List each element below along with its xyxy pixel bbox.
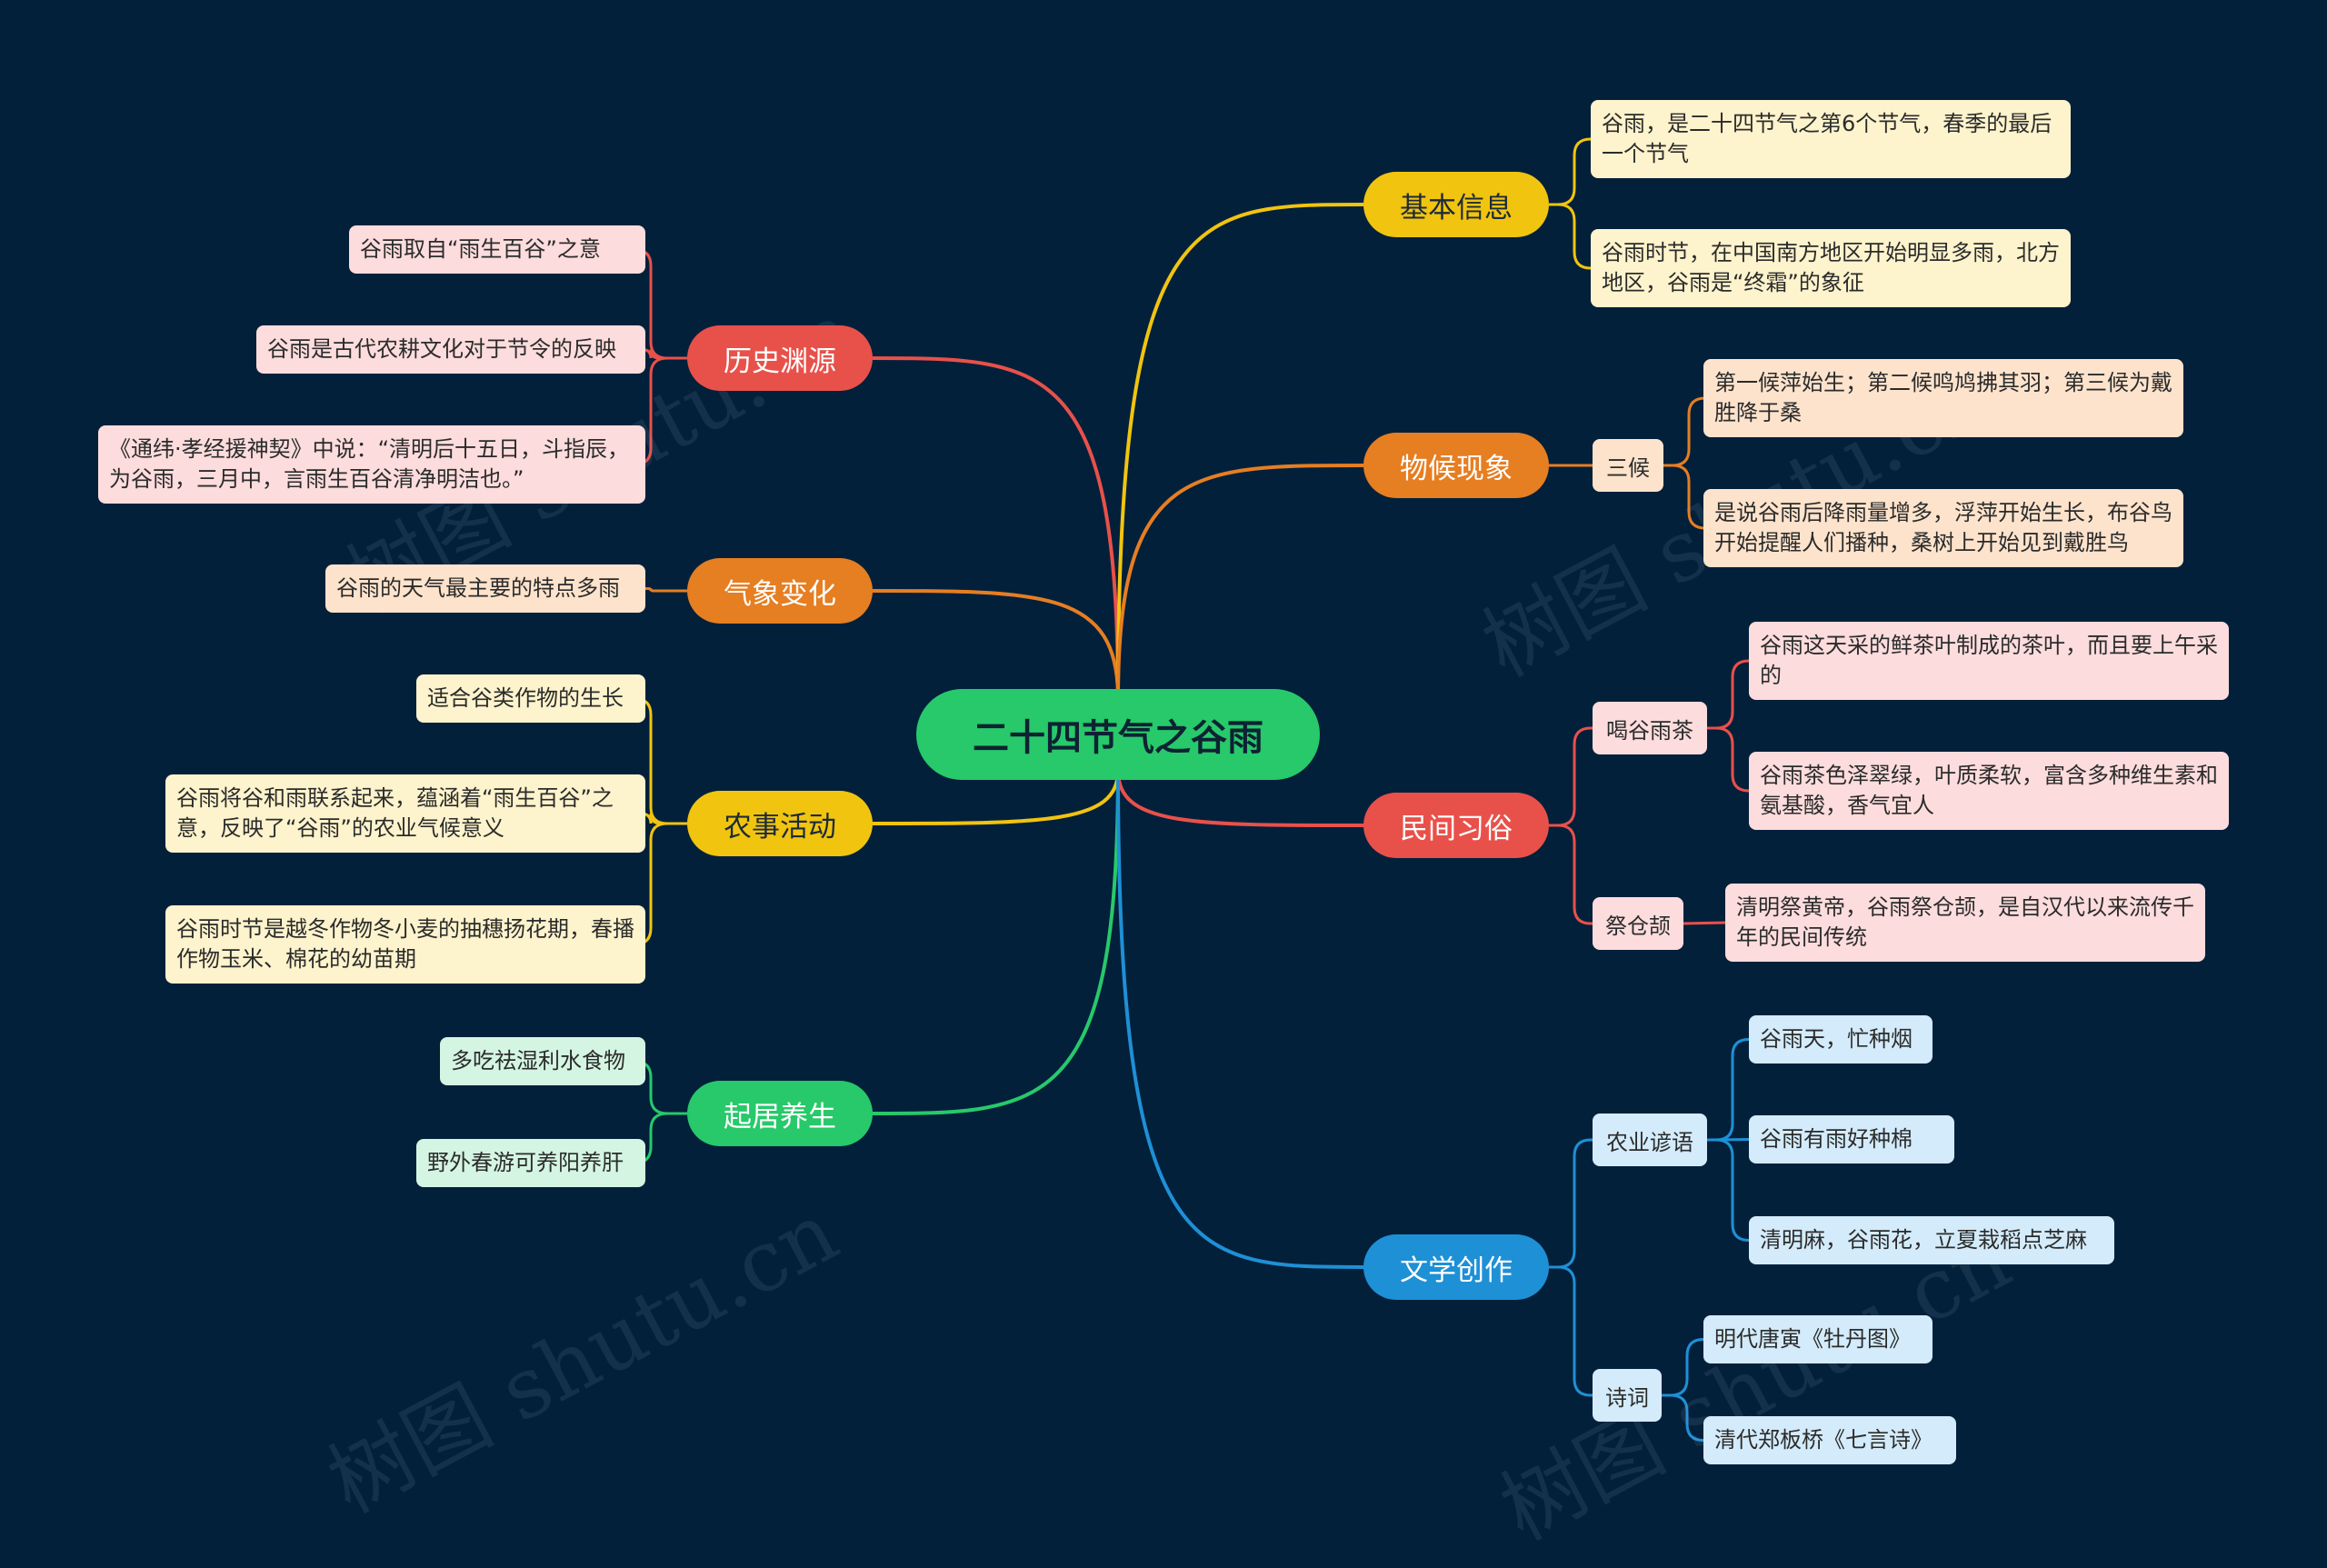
connector bbox=[872, 589, 1120, 699]
connector bbox=[645, 587, 687, 593]
connector bbox=[1116, 770, 1364, 1269]
poetry-leaf-1[interactable]: 明代唐寅《牡丹图》 bbox=[1703, 1315, 1933, 1363]
connector bbox=[1116, 464, 1364, 699]
connector bbox=[1662, 1393, 1704, 1442]
history-leaf-3[interactable]: 《通纬·孝经援神契》中说：“清明后十五日，斗指辰，为谷雨，三月中，言雨生百谷清净… bbox=[98, 425, 645, 504]
history-leaf-2[interactable]: 谷雨是古代农耕文化对于节令的反映 bbox=[256, 325, 645, 374]
folk-sub-cangjie[interactable]: 祭仓颉 bbox=[1593, 897, 1683, 950]
basic-leaf-2[interactable]: 谷雨时节，在中国南方地区开始明显多雨，北方地区，谷雨是“终霜”的象征 bbox=[1591, 229, 2071, 307]
connector bbox=[1707, 659, 1750, 730]
proverb-leaf-1[interactable]: 谷雨天，忙种烟 bbox=[1749, 1015, 1933, 1064]
connector bbox=[1549, 1138, 1593, 1269]
connector bbox=[1549, 824, 1593, 925]
phenology-sub-three-stages[interactable]: 三候 bbox=[1593, 439, 1663, 492]
farming-leaf-1[interactable]: 适合谷类作物的生长 bbox=[416, 674, 645, 723]
connector bbox=[1549, 203, 1592, 270]
connector bbox=[1707, 1038, 1750, 1142]
phenology-leaf-2[interactable]: 是说谷雨后降雨量增多，浮萍开始生长，布谷鸟开始提醒人们播种，桑树上开始见到戴胜鸟 bbox=[1703, 489, 2183, 567]
connector bbox=[1549, 1265, 1593, 1397]
weather-leaf-1[interactable]: 谷雨的天气最主要的特点多雨 bbox=[325, 564, 645, 613]
folk-cangjie-leaf-1[interactable]: 清明祭黄帝，谷雨祭仓颉，是自汉代以来流传千年的民间传统 bbox=[1725, 884, 2205, 962]
connector bbox=[1549, 726, 1593, 827]
branch-phenology[interactable]: 物候现象 bbox=[1363, 433, 1549, 498]
connector bbox=[1707, 726, 1750, 793]
branch-basic-info[interactable]: 基本信息 bbox=[1363, 172, 1549, 237]
connector bbox=[1549, 137, 1592, 206]
connector bbox=[1116, 203, 1364, 699]
connector bbox=[1663, 396, 1706, 467]
connector bbox=[1116, 770, 1364, 827]
literature-sub-poetry[interactable]: 诗词 bbox=[1593, 1369, 1662, 1422]
connector bbox=[642, 348, 687, 360]
folk-sub-tea[interactable]: 喝谷雨茶 bbox=[1593, 702, 1707, 754]
history-leaf-1[interactable]: 谷雨取自“雨生百谷”之意 bbox=[349, 225, 645, 274]
branch-farming[interactable]: 农事活动 bbox=[687, 791, 873, 856]
health-leaf-2[interactable]: 野外春游可养阳养肝 bbox=[416, 1139, 645, 1187]
basic-leaf-1[interactable]: 谷雨，是二十四节气之第6个节气，春季的最后一个节气 bbox=[1591, 100, 2071, 178]
folk-tea-leaf-1[interactable]: 谷雨这天采的鲜茶叶制成的茶叶，而且要上午采的 bbox=[1749, 622, 2229, 700]
connector bbox=[1683, 921, 1726, 925]
phenology-leaf-1[interactable]: 第一候萍始生；第二候鸣鸠拂其羽；第三候为戴胜降于桑 bbox=[1703, 359, 2183, 437]
central-topic[interactable]: 二十四节气之谷雨 bbox=[916, 689, 1320, 780]
farming-leaf-2[interactable]: 谷雨将谷和雨联系起来，蕴涵着“雨生百谷”之意，反映了“谷雨”的农业气候意义 bbox=[165, 774, 645, 853]
connector bbox=[1707, 1138, 1750, 1242]
farming-leaf-3[interactable]: 谷雨时节是越冬作物冬小麦的抽穗扬花期，春播作物玉米、棉花的幼苗期 bbox=[165, 905, 645, 984]
proverb-leaf-3[interactable]: 清明麻，谷雨花，立夏栽稻点芝麻 bbox=[1749, 1216, 2114, 1264]
branch-literature[interactable]: 文学创作 bbox=[1363, 1234, 1549, 1300]
connector bbox=[1662, 1338, 1704, 1397]
connector bbox=[872, 356, 1120, 699]
connector bbox=[1663, 464, 1706, 530]
branch-health[interactable]: 起居养生 bbox=[687, 1081, 873, 1146]
poetry-leaf-2[interactable]: 清代郑板桥《七言诗》 bbox=[1703, 1416, 1956, 1464]
branch-folk-customs[interactable]: 民间习俗 bbox=[1363, 793, 1549, 858]
folk-tea-leaf-2[interactable]: 谷雨茶色泽翠绿，叶质柔软，富含多种维生素和氨基酸，香气宜人 bbox=[1749, 752, 2229, 830]
connector bbox=[872, 770, 1120, 825]
connector bbox=[872, 770, 1120, 1115]
literature-sub-proverbs[interactable]: 农业谚语 bbox=[1593, 1114, 1707, 1166]
health-leaf-1[interactable]: 多吃祛湿利水食物 bbox=[440, 1037, 645, 1085]
proverb-leaf-2[interactable]: 谷雨有雨好种棉 bbox=[1749, 1115, 1954, 1164]
branch-weather[interactable]: 气象变化 bbox=[687, 558, 873, 624]
branch-history[interactable]: 历史渊源 bbox=[687, 325, 873, 391]
